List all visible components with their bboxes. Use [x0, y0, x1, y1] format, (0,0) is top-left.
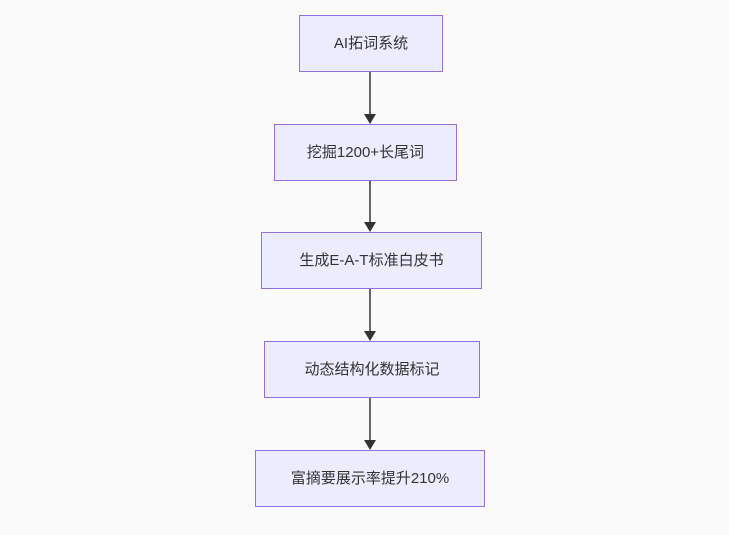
arrow-head-icon — [364, 331, 376, 341]
arrow-head-icon — [364, 440, 376, 450]
flow-node-ai-word-expansion: AI拓词系统 — [299, 15, 443, 72]
arrow-shaft — [369, 398, 371, 441]
flow-node-label: AI拓词系统 — [333, 34, 409, 52]
flow-node-rich-snippet-result: 富摘要展示率提升210% — [255, 450, 485, 507]
flow-node-label: 动态结构化数据标记 — [304, 360, 440, 378]
flow-node-label: 富摘要展示率提升210% — [290, 469, 450, 487]
arrow-shaft — [369, 289, 371, 332]
arrow-head-icon — [364, 114, 376, 124]
flow-arrow-1 — [364, 72, 376, 124]
flow-arrow-4 — [364, 398, 376, 450]
flow-node-label: 生成E-A-T标准白皮书 — [299, 251, 444, 269]
arrow-head-icon — [364, 222, 376, 232]
arrow-shaft — [369, 181, 371, 223]
flow-arrow-3 — [364, 289, 376, 341]
arrow-shaft — [369, 72, 371, 115]
flow-arrow-2 — [364, 181, 376, 232]
flow-node-longtail-mining: 挖掘1200+长尾词 — [274, 124, 457, 181]
flow-node-label: 挖掘1200+长尾词 — [306, 143, 425, 161]
flow-node-eat-whitepaper: 生成E-A-T标准白皮书 — [261, 232, 482, 289]
flow-node-structured-data: 动态结构化数据标记 — [264, 341, 480, 398]
